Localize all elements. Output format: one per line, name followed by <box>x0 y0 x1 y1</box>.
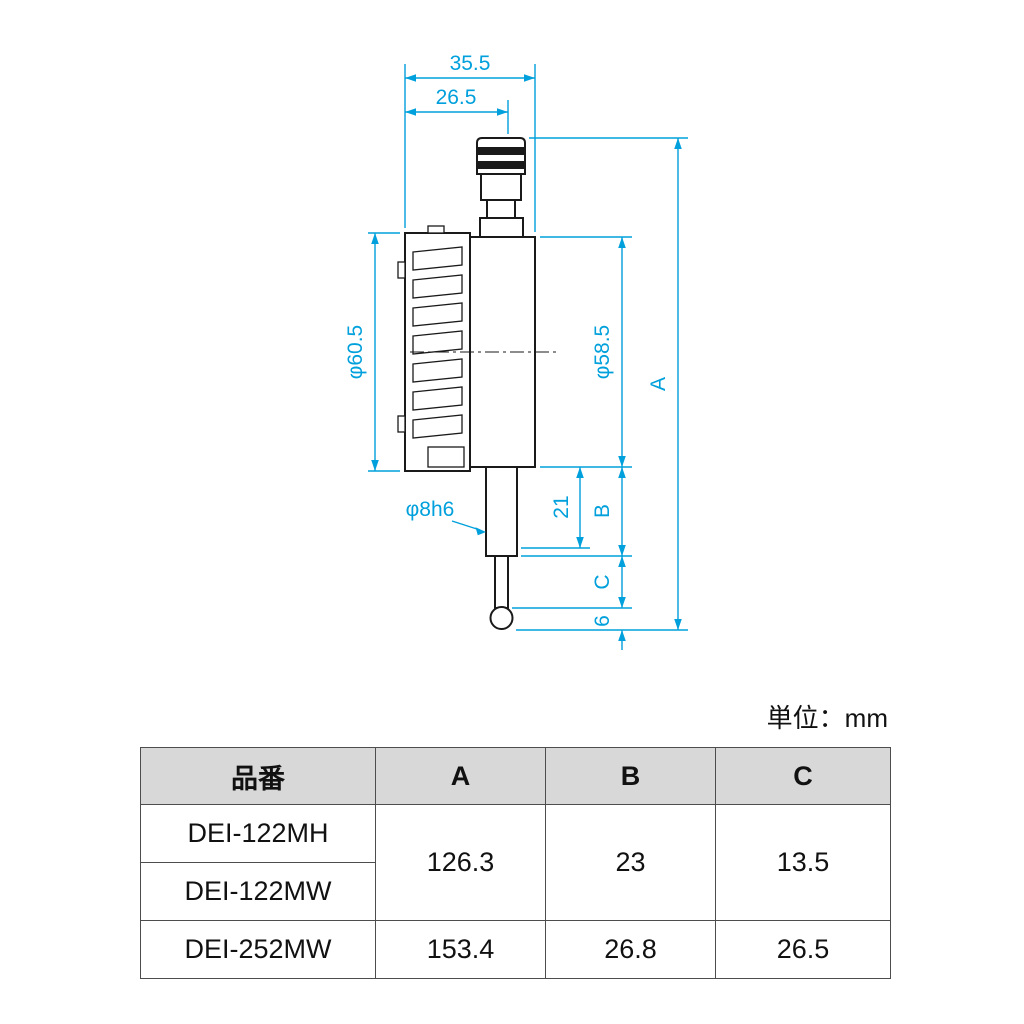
dim-b: B <box>521 467 632 557</box>
technical-drawing-area: 35.5 26.5 φ60.5 <box>344 52 688 650</box>
bottom-block <box>427 446 465 468</box>
top-tab <box>427 225 445 234</box>
value-b-cell: 26.8 <box>545 920 716 979</box>
dim-width-outer: 35.5 <box>404 52 536 232</box>
value-c-cell: 26.5 <box>715 920 891 979</box>
table-row: DEI-252MW 153.4 26.8 26.5 <box>140 920 891 979</box>
indicator-drawing-svg: 35.5 26.5 φ60.5 <box>344 52 688 650</box>
table-header-row: 品番 A B C <box>140 747 891 805</box>
model-cell: DEI-122MW <box>140 862 376 921</box>
dim-width-inner-label: 26.5 <box>436 86 477 109</box>
dimension-table: 品番 A B C DEI-122MH 126.3 23 13.5 DEI-122… <box>140 747 891 979</box>
dim-overall-height: A <box>516 137 688 631</box>
table-row: DEI-122MW <box>140 862 891 921</box>
indicator-cap <box>476 137 526 238</box>
dim-dia-body: φ58.5 <box>540 236 632 468</box>
dim-dia-body-label: φ58.5 <box>591 325 614 380</box>
dim-c: C <box>512 556 632 609</box>
dim-width-inner: 26.5 <box>405 86 509 134</box>
dim-overall-height-label: A <box>647 377 670 391</box>
dim-dia-bezel-label: φ60.5 <box>344 325 367 380</box>
col-header-c: C <box>715 747 891 805</box>
spindle <box>494 555 509 609</box>
dim-stem-length-label: 21 <box>550 495 573 518</box>
model-cell: DEI-252MW <box>140 920 376 979</box>
dim-stem-length: 21 <box>521 467 590 549</box>
display-louvers <box>412 246 463 439</box>
unit-label: 単位：mm <box>766 703 888 733</box>
indicator-outline <box>397 137 560 630</box>
contact-point <box>489 606 514 630</box>
left-tab-lower <box>397 415 406 433</box>
value-b-cell: 23 <box>545 804 716 921</box>
cap-band-upper <box>477 147 525 155</box>
value-c-cell: 13.5 <box>715 804 891 921</box>
dim-dia-bezel: φ60.5 <box>344 232 400 472</box>
model-cell: DEI-122MH <box>140 804 376 863</box>
dim-tip: 6 <box>591 615 626 650</box>
value-a-cell: 126.3 <box>375 804 546 921</box>
value-a-cell: 153.4 <box>375 920 546 979</box>
col-header-b: B <box>545 747 716 805</box>
cap-collar <box>479 217 524 238</box>
cap-neck <box>486 199 516 219</box>
table-section: 単位：mm 品番 A B C DEI-122MH 126.3 23 13.5 <box>140 698 891 979</box>
dim-stem-dia: φ8h6 <box>406 498 486 536</box>
cap-band-lower <box>477 161 525 169</box>
dim-c-label: C <box>591 574 614 589</box>
dim-b-label: B <box>591 504 614 518</box>
table-row: DEI-122MH 126.3 23 13.5 <box>140 804 891 921</box>
dim-width-outer-label: 35.5 <box>450 52 491 75</box>
dim-stem-dia-label: φ8h6 <box>406 498 455 521</box>
dim-tip-label: 6 <box>591 615 614 627</box>
left-tab-upper <box>397 261 406 279</box>
col-header-model: 品番 <box>140 747 376 805</box>
col-header-a: A <box>375 747 546 805</box>
stem <box>485 466 518 557</box>
